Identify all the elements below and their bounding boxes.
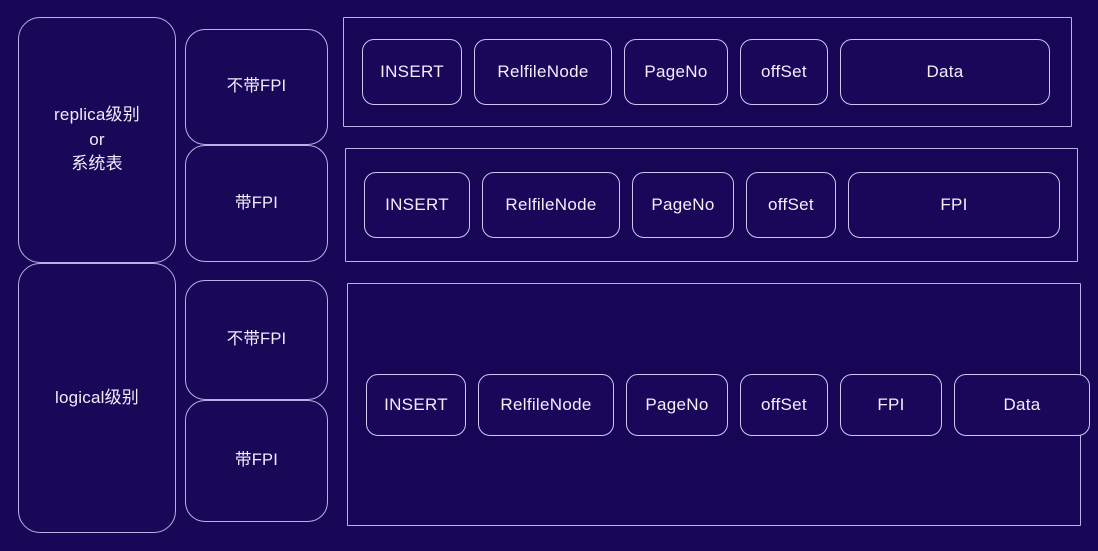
wal-field-pageno[interactable]: PageNo [632, 172, 734, 238]
wal-field-pageno[interactable]: PageNo [624, 39, 728, 105]
wal-field-label: offSet [761, 394, 807, 414]
wal-field-label: INSERT [380, 62, 444, 81]
wal-record-replica-no-fpi[interactable]: INSERT RelfileNode PageNo offSet Data [343, 17, 1072, 127]
wal-field-relfilenode[interactable]: RelfileNode [482, 172, 620, 238]
wal-field-label: offSet [768, 195, 814, 214]
wal-field-insert[interactable]: INSERT [362, 39, 462, 105]
wal-field-label: INSERT [384, 394, 448, 414]
wal-field-label: PageNo [651, 195, 715, 214]
level-card-replica-label: replica级别 or 系统表 [54, 105, 140, 174]
fpi-card-replica-no-fpi-label: 不带FPI [226, 77, 287, 96]
wal-field-fpi[interactable]: FPI [848, 172, 1060, 238]
wal-field-label: Data [1003, 394, 1041, 414]
wal-field-data[interactable]: Data [954, 373, 1090, 436]
fpi-card-logical-no-fpi[interactable]: 不带FPI [185, 280, 328, 400]
fpi-card-logical-no-fpi-label: 不带FPI [226, 330, 287, 349]
level-card-logical[interactable]: logical级别 [18, 263, 176, 533]
wal-field-label: FPI [940, 195, 968, 214]
wal-record-logical[interactable]: INSERT RelfileNode PageNo offSet FPI Dat… [347, 283, 1090, 526]
wal-field-label: INSERT [385, 195, 449, 214]
wal-field-insert[interactable]: INSERT [364, 172, 470, 238]
wal-field-fpi[interactable]: FPI [840, 373, 942, 436]
wal-field-label: Data [926, 62, 964, 81]
wal-record-fields: INSERT RelfileNode PageNo offSet Data [344, 39, 1050, 105]
level-card-replica[interactable]: replica级别 or 系统表 [18, 17, 176, 263]
wal-field-label: FPI [877, 394, 905, 414]
fpi-card-logical-fpi-label: 带FPI [235, 451, 278, 470]
fpi-card-replica-fpi[interactable]: 带FPI [185, 145, 328, 262]
wal-field-insert[interactable]: INSERT [366, 373, 466, 436]
wal-record-fields: INSERT RelfileNode PageNo offSet FPI Dat… [348, 373, 1090, 436]
wal-field-offset[interactable]: offSet [740, 39, 828, 105]
level-card-logical-label: logical级别 [55, 387, 139, 407]
wal-field-label: RelfileNode [505, 195, 597, 214]
fpi-card-replica-fpi-label: 带FPI [235, 193, 278, 212]
wal-record-fields: INSERT RelfileNode PageNo offSet FPI [346, 172, 1060, 238]
wal-field-offset[interactable]: offSet [740, 373, 828, 436]
wal-field-label: PageNo [644, 62, 708, 81]
wal-field-offset[interactable]: offSet [746, 172, 836, 238]
wal-field-relfilenode[interactable]: RelfileNode [474, 39, 612, 105]
wal-field-data[interactable]: Data [840, 39, 1050, 105]
wal-field-label: RelfileNode [497, 62, 589, 81]
wal-field-pageno[interactable]: PageNo [626, 373, 728, 436]
wal-record-replica-fpi[interactable]: INSERT RelfileNode PageNo offSet FPI [345, 148, 1078, 262]
wal-field-relfilenode[interactable]: RelfileNode [478, 373, 614, 436]
fpi-card-replica-no-fpi[interactable]: 不带FPI [185, 29, 328, 145]
wal-field-label: PageNo [645, 394, 709, 414]
wal-field-label: offSet [761, 62, 807, 81]
fpi-card-logical-fpi[interactable]: 带FPI [185, 400, 328, 522]
wal-field-label: RelfileNode [500, 394, 592, 414]
